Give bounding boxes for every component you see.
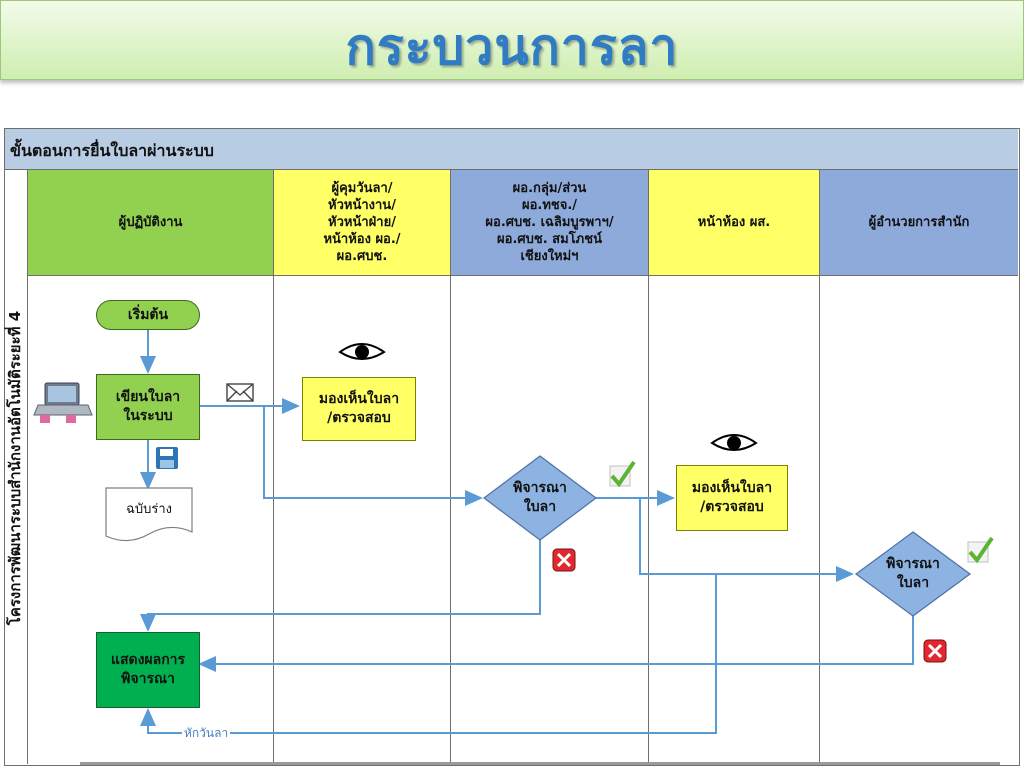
- lane-divider: [273, 276, 274, 764]
- result-node: แสดงผลการ พิจารณา: [96, 632, 200, 708]
- footer-divider: [80, 762, 1000, 765]
- consider1-label: พิจารณา ใบลา: [513, 480, 567, 515]
- side-column: โครงการพัฒนาระบบสำนักงานอัตโนมัติระยะที่…: [5, 170, 28, 764]
- draft-document-shape: [105, 487, 193, 542]
- deduct-leave-label: หักวันลา: [182, 724, 231, 743]
- envelope-icon: [226, 383, 254, 402]
- start-node: เริ่มต้น: [96, 300, 200, 330]
- draft-label-box: ฉบับร่าง: [106, 494, 192, 524]
- consider2-label: พิจารณา ใบลา: [886, 556, 940, 591]
- lane-label: หน้าห้อง ผส.: [697, 215, 771, 230]
- title-banner: [0, 0, 1024, 80]
- consider2-diamond: [854, 531, 972, 617]
- lane-header-supervisor: ผู้คุมวันลา/ หัวหน้างาน/ หัวหน้าฝ่าย/ หน…: [274, 170, 451, 276]
- reject-x-icon: [552, 548, 576, 572]
- view-check-label: มองเห็นใบลา /ตรวจสอบ: [318, 391, 400, 426]
- diagram-header: ขั้นตอนการยื่นใบลาผ่านระบบ: [10, 141, 214, 160]
- check-icon: [609, 460, 636, 488]
- start-label: เริ่มต้น: [127, 306, 169, 323]
- check-icon: [967, 536, 994, 564]
- lane-header-staff: ผู้ปฏิบัติงาน: [28, 170, 274, 276]
- page-title: กระบวนการลา: [345, 18, 679, 76]
- write-leave-node: เขียนใบลา ในระบบ: [96, 374, 200, 440]
- diagram-header-bar: [5, 129, 1018, 170]
- floppy-disk-icon: [156, 447, 178, 469]
- lane-label: ผอ.กลุ่ม/ส่วน ผอ.ทชจ./ ผอ.ศบช. เฉลิมบูรพ…: [485, 181, 614, 264]
- lane-divider: [648, 276, 649, 764]
- laptop-icon: [33, 382, 93, 423]
- lane-label: ผู้อำนวยการสำนัก: [868, 215, 970, 230]
- lane-divider: [819, 276, 820, 764]
- lane-label: ผู้ปฏิบัติงาน: [118, 215, 183, 230]
- consider1-diamond: [483, 455, 597, 541]
- lane-label: ผู้คุมวันลา/ หัวหน้างาน/ หัวหน้าฝ่าย/ หน…: [323, 181, 401, 264]
- eye-icon: [338, 343, 386, 360]
- reject-x-icon: [923, 639, 947, 663]
- lane-header-director: ผอ.กลุ่ม/ส่วน ผอ.ทชจ./ ผอ.ศบช. เฉลิมบูรพ…: [451, 170, 649, 276]
- write-leave-label: เขียนใบลา ในระบบ: [115, 389, 181, 424]
- lane-divider: [450, 276, 451, 764]
- lane-header-bureau-director: ผู้อำนวยการสำนัก: [820, 170, 1018, 276]
- eye-icon: [710, 434, 758, 451]
- view-check-node-1: มองเห็นใบลา /ตรวจสอบ: [302, 377, 416, 441]
- view-check-label: มองเห็นใบลา /ตรวจสอบ: [691, 480, 773, 515]
- result-label: แสดงผลการ พิจารณา: [110, 652, 186, 687]
- lane-header-secretary: หน้าห้อง ผส.: [649, 170, 820, 276]
- draft-label: ฉบับร่าง: [126, 501, 172, 517]
- view-check-node-2: มองเห็นใบลา /ตรวจสอบ: [676, 465, 788, 531]
